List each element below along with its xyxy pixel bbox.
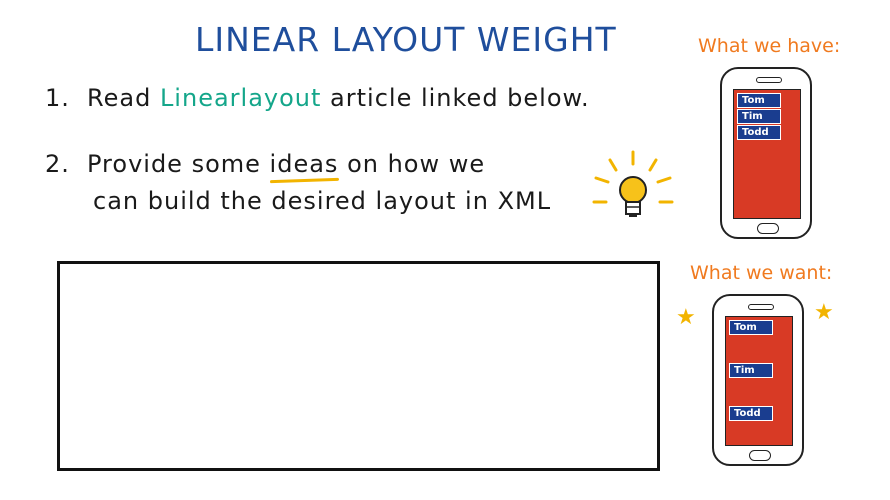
phone-want: Tom Tim Todd — [712, 294, 804, 466]
highlighted-word: ideas — [269, 150, 339, 178]
list-item: Tim — [729, 363, 773, 378]
step-text: on how we — [338, 150, 486, 178]
list-item: Tom — [729, 320, 773, 335]
list-item: Tim — [737, 109, 781, 124]
what-we-have-label: What we have: — [698, 35, 841, 57]
step-text: Read — [87, 84, 160, 112]
list-item: Todd — [737, 125, 781, 140]
step-2: 2. Provide some ideas on how we — [45, 150, 485, 178]
step-text: Provide some — [87, 150, 270, 178]
phone-speaker — [756, 77, 782, 83]
answer-box[interactable] — [57, 261, 660, 471]
step-number: 1. — [45, 84, 70, 112]
lightbulb-icon — [592, 150, 674, 217]
phone-screen: Tom Tim Todd — [733, 89, 801, 219]
phone-speaker — [748, 304, 774, 310]
step-number: 2. — [45, 150, 70, 178]
star-icon: ★ — [814, 300, 834, 325]
list-item: Todd — [729, 406, 773, 421]
page-title: LINEAR LAYOUT WEIGHT — [195, 20, 617, 59]
step-1: 1. Read Linearlayout article linked below… — [45, 84, 590, 112]
phone-have: Tom Tim Todd — [720, 67, 812, 239]
star-icon: ★ — [676, 305, 696, 330]
step-text: article linked below. — [321, 84, 590, 112]
what-we-want-label: What we want: — [690, 262, 833, 284]
linearlayout-link[interactable]: Linearlayout — [159, 84, 322, 112]
step-2-continued: can build the desired layout in XML — [93, 187, 552, 215]
phone-home-button — [749, 450, 771, 461]
list-item: Tom — [737, 93, 781, 108]
phone-home-button — [757, 223, 779, 234]
phone-screen: Tom Tim Todd — [725, 316, 793, 446]
